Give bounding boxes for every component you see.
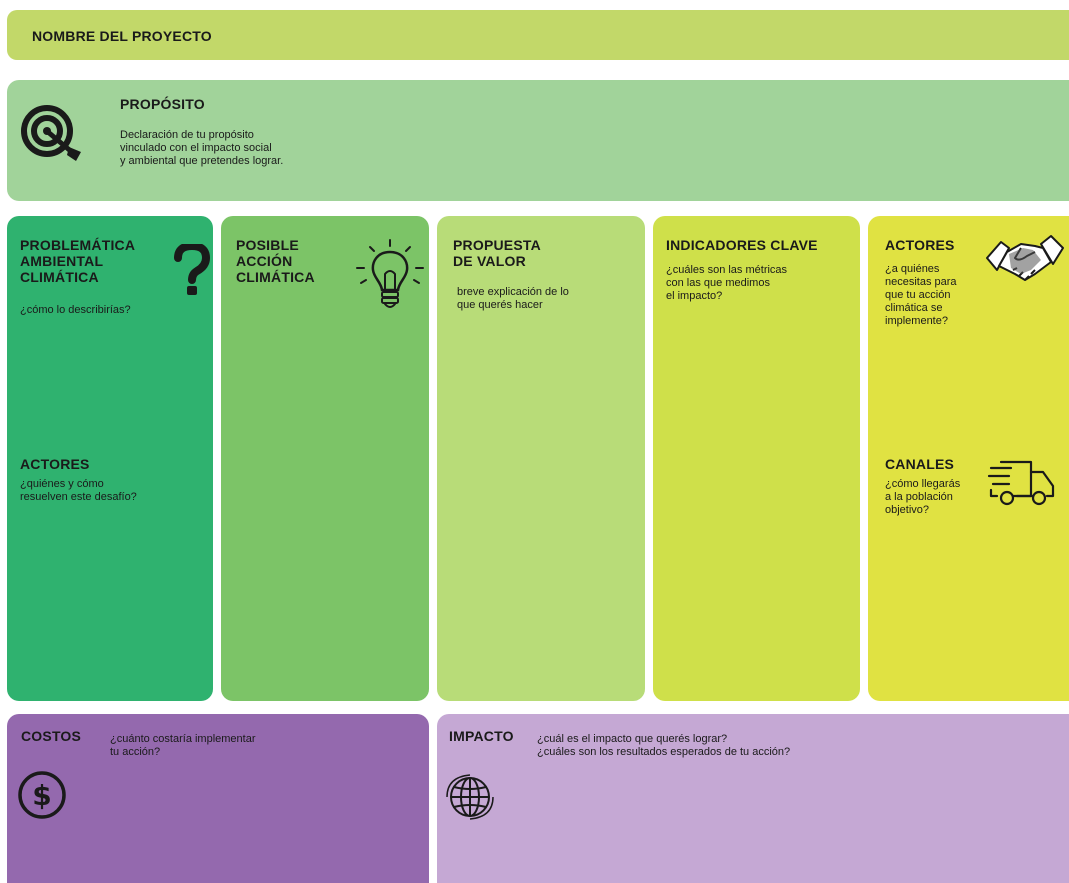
action-card: POSIBLE ACCIÓN CLIMÁTICA (221, 216, 429, 701)
problem-actors-question: ¿quiénes y cómo resuelven este desafío? (20, 478, 137, 503)
purpose-card: PROPÓSITO Declaración de tu propósito vi… (7, 80, 1069, 201)
actors-card: ACTORES ¿a quiénes necesitas para que tu… (868, 216, 1069, 701)
problem-actors-title: ACTORES (20, 456, 90, 472)
problem-question: ¿cómo lo describirías? (20, 304, 131, 316)
costs-text: ¿cuánto costaría implementar tu acción? (110, 733, 256, 758)
impact-title: IMPACTO (449, 728, 514, 744)
lightbulb-icon (353, 238, 427, 314)
channels-title: CANALES (885, 456, 955, 472)
indicators-title: INDICADORES CLAVE (666, 237, 818, 253)
globe-icon (445, 772, 495, 822)
svg-text:$: $ (32, 779, 51, 812)
handshake-icon (985, 234, 1065, 288)
indicators-card: INDICADORES CLAVE ¿cuáles son las métric… (653, 216, 860, 701)
purpose-text: Declaración de tu propósito vinculado co… (120, 129, 284, 167)
problem-card: PROBLEMÁTICA AMBIENTAL CLIMÁTICA ¿cómo l… (7, 216, 213, 701)
actors-text: ¿a quiénes necesitas para que tu acción … (885, 263, 957, 327)
purpose-title: PROPÓSITO (120, 96, 205, 112)
action-title: POSIBLE ACCIÓN CLIMÁTICA (236, 237, 315, 285)
value-card: PROPUESTA DE VALOR breve explicación de … (437, 216, 645, 701)
impact-text: ¿cuál es el impacto que querés lograr? ¿… (537, 733, 791, 758)
project-name-bar: NOMBRE DEL PROYECTO (7, 10, 1069, 60)
value-title: PROPUESTA DE VALOR (453, 237, 541, 269)
project-name-title: NOMBRE DEL PROYECTO (32, 28, 212, 44)
indicators-text: ¿cuáles son las métricas con las que med… (666, 264, 788, 302)
channels-text: ¿cómo llegarás a la población objetivo? (885, 478, 961, 516)
impact-card: IMPACTO ¿cuál es el impacto que querés l… (437, 714, 1069, 883)
delivery-truck-icon (987, 458, 1055, 510)
problem-title: PROBLEMÁTICA AMBIENTAL CLIMÁTICA (20, 237, 136, 285)
actors-title: ACTORES (885, 237, 955, 253)
costs-title: COSTOS (21, 728, 82, 744)
dollar-coin-icon: $ (16, 769, 68, 821)
question-mark-icon (172, 244, 212, 296)
target-icon (21, 103, 85, 165)
value-text: breve explicación de lo que querés hacer (457, 286, 569, 311)
costs-card: COSTOS ¿cuánto costaría implementar tu a… (7, 714, 429, 883)
